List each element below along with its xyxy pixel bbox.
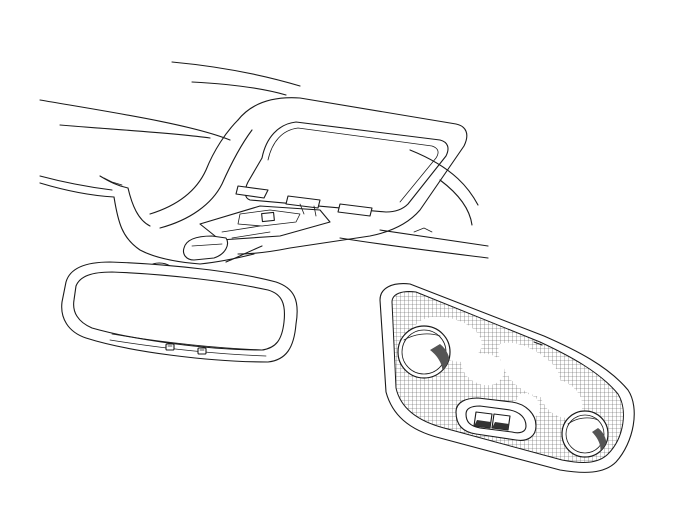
headliner-icon (39, 61, 489, 265)
light-switch-icon (455, 397, 537, 441)
map-light-lens-icon (561, 410, 609, 458)
map-light-lens-icon (397, 325, 451, 379)
overhead-console-icon (149, 97, 468, 265)
map-light-console (379, 283, 635, 473)
rearview-mirror-icon (61, 261, 298, 363)
